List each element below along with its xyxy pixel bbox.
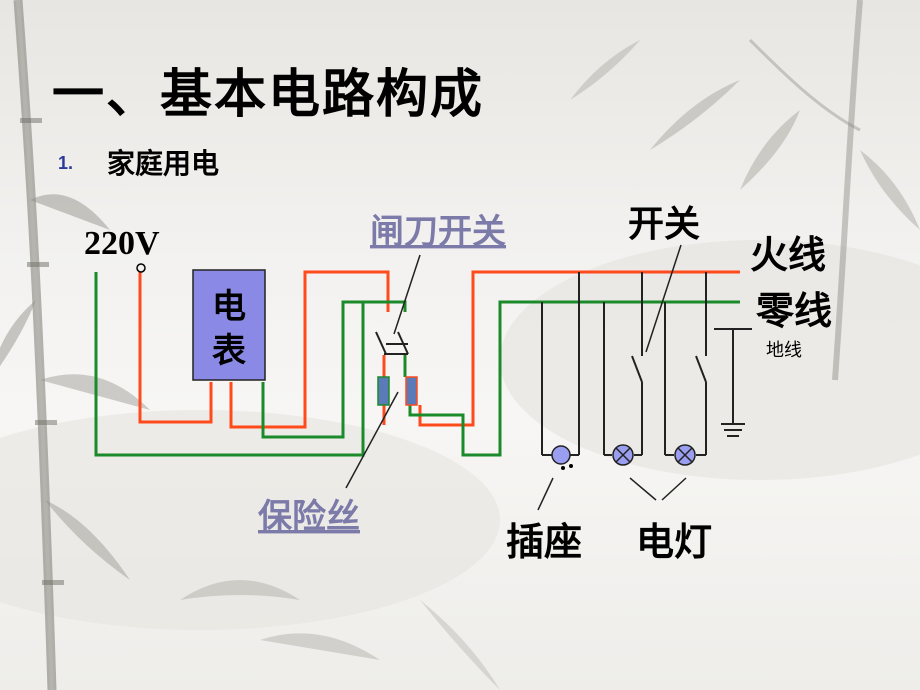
knife-switch-label[interactable]: 闸刀开关	[370, 212, 506, 252]
lamp-1	[612, 444, 634, 466]
fuses	[377, 376, 418, 406]
knife-switch	[375, 331, 409, 355]
meter-label-top: 电	[212, 287, 246, 327]
socket-label: 插座	[506, 520, 582, 564]
ground-wire-label: 地线	[766, 340, 802, 361]
branch-lines	[541, 272, 752, 456]
slide-title: 一、基本电路构成	[52, 65, 485, 125]
supply-terminal	[136, 263, 146, 273]
live-wire-path	[138, 270, 740, 429]
switch-label: 开关	[628, 204, 700, 245]
meter: 电 表	[192, 269, 266, 381]
subtitle-text: 家庭用电	[107, 147, 220, 180]
fuse-label[interactable]: 保险丝	[258, 497, 360, 537]
voltage-label: 220V	[84, 225, 160, 262]
neutral-wire-label: 零线	[756, 289, 832, 333]
lamp-2	[674, 444, 696, 466]
socket	[551, 445, 573, 470]
leader-lines	[345, 244, 687, 511]
subtitle-number: 1.	[58, 153, 74, 173]
lamp-label: 电灯	[636, 520, 712, 564]
meter-label-bottom: 表	[212, 331, 246, 371]
live-wire-label: 火线	[750, 233, 826, 277]
slide-subtitle: 1. 家庭用电	[58, 142, 219, 182]
